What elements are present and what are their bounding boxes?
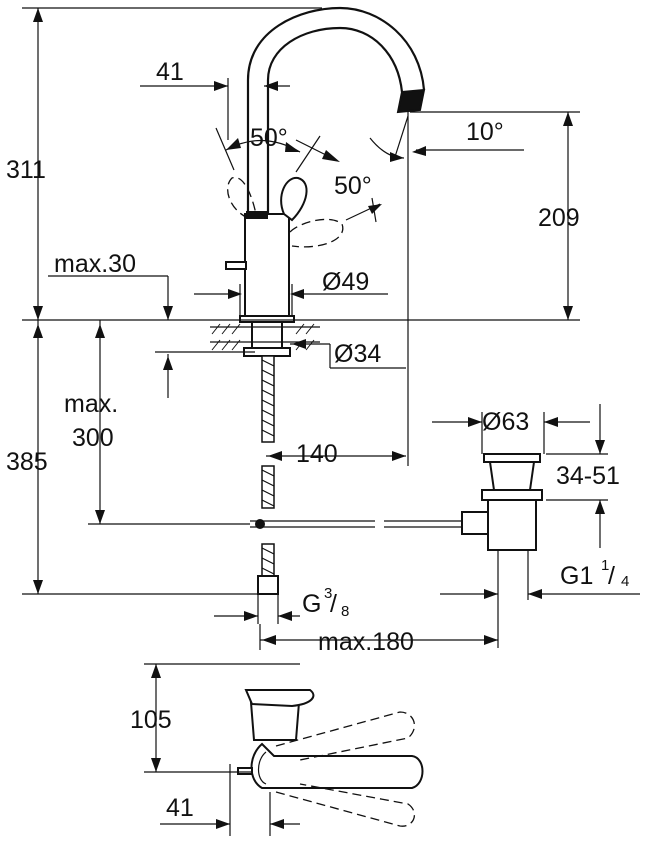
label-41-bottom: 41 [166, 794, 194, 822]
dim-plan-depth: 105 [130, 663, 300, 773]
dim-spout-height: 209 [410, 111, 580, 320]
plan-lever-top [244, 689, 315, 708]
label-10: 10° [466, 118, 504, 146]
waste-valve [461, 453, 543, 648]
dim-below-deck: 385 [6, 320, 258, 595]
faucet-body [244, 213, 290, 319]
label-max180: max.180 [318, 628, 414, 656]
plan-knob [237, 767, 253, 775]
spout-outlet [396, 88, 426, 114]
dim-max-hose: max. 300 [64, 320, 250, 525]
dim-spout-reach: 140 [266, 440, 406, 468]
label-g1-den: 4 [621, 573, 629, 590]
pop-up-knob [225, 261, 247, 270]
label-34-51: 34-51 [556, 462, 620, 490]
label-34: Ø34 [334, 340, 381, 368]
faucet-plan-view [237, 689, 424, 827]
dim-lever-angle-side: 50° [295, 139, 382, 223]
lever-handle [280, 176, 308, 222]
dim-reach-top: 41 [140, 58, 290, 140]
plan-spout [250, 742, 424, 789]
dim-total-height: 311 [6, 7, 322, 320]
label-max30: max.30 [54, 250, 136, 278]
label-41-top: 41 [156, 58, 184, 86]
svg-text:/: / [330, 590, 337, 618]
label-105: 105 [130, 706, 172, 734]
dim-max-rod: max.180 [259, 624, 498, 656]
label-140: 140 [296, 440, 338, 468]
dim-connection-thread: G 3 / 8 [214, 585, 349, 624]
dim-body-diameter: Ø49 [194, 268, 388, 316]
dim-hole-diameter: Ø34 [290, 339, 406, 369]
label-g: G [302, 590, 321, 618]
label-g-den: 8 [341, 603, 349, 620]
plan-ghost-lower [275, 783, 416, 827]
label-g1: G1 [560, 562, 593, 590]
spout-outer [246, 6, 426, 214]
flexible-hose [257, 355, 279, 595]
lever-cap [246, 211, 268, 219]
label-300: 300 [72, 424, 114, 452]
label-63: Ø63 [482, 408, 529, 436]
spout-inner [266, 26, 404, 214]
label-209: 209 [538, 204, 580, 232]
dim-plan-offset: 41 [160, 764, 300, 836]
pop-up-rod [250, 519, 462, 529]
lever-ghost-right [289, 218, 344, 248]
dim-waste-thread: G1 1 / 4 [440, 557, 640, 599]
lever-ghost-left [227, 177, 257, 219]
label-50-front: 50° [250, 124, 288, 152]
dim-waste-diameter: Ø63 [432, 408, 590, 454]
label-g-num: 3 [324, 585, 332, 602]
label-385: 385 [6, 448, 48, 476]
dim-max-deck: max.30 [48, 250, 255, 398]
label-max: max. [64, 390, 118, 418]
svg-text:/: / [608, 562, 615, 590]
label-49: Ø49 [322, 268, 369, 296]
label-311: 311 [6, 156, 46, 184]
dim-spout-angle: 10° [369, 112, 524, 466]
dim-lever-angle-front: 50° [215, 124, 321, 173]
faucet-front-view [225, 6, 426, 357]
plan-ghost-upper [275, 711, 416, 761]
label-g1-num: 1 [601, 557, 609, 574]
dim-waste-range: 34-51 [546, 404, 620, 548]
label-50-side: 50° [334, 172, 372, 200]
